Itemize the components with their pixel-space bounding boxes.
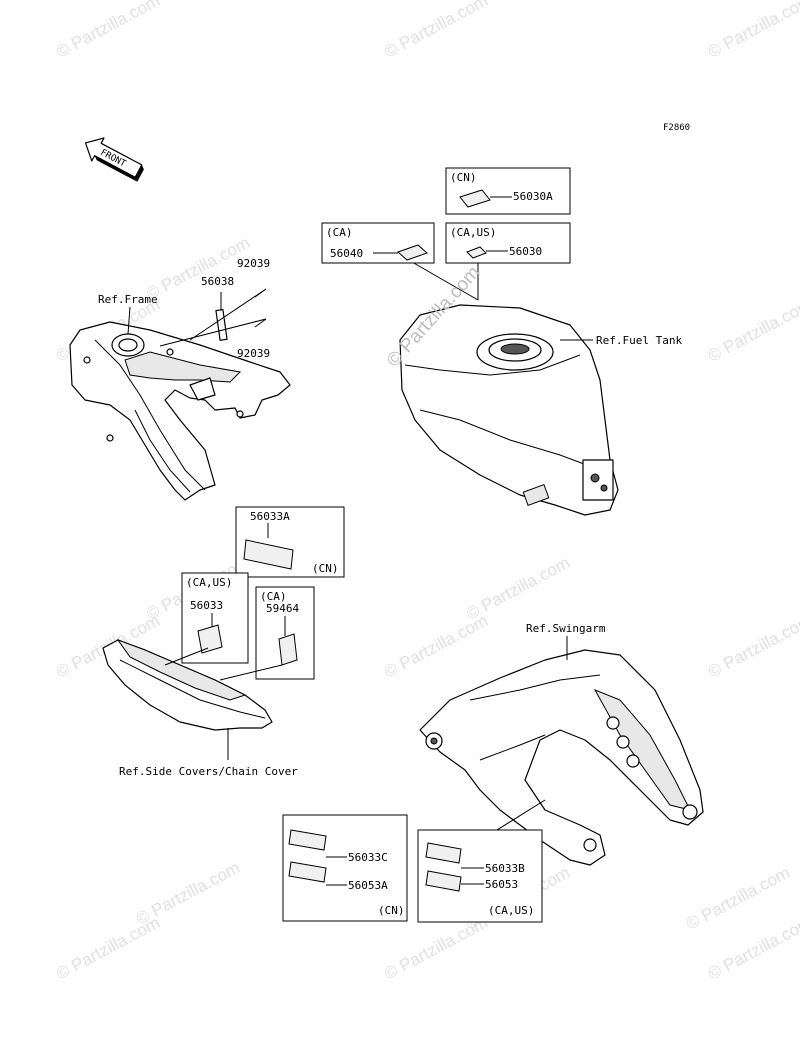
watermark: © Partzilla.com: [705, 295, 800, 366]
decal-icon: [288, 829, 327, 851]
part-56053A: 56053A: [348, 879, 388, 892]
part-56033: 56033: [190, 599, 223, 612]
cover-ca-us-region: (CA,US): [186, 576, 232, 589]
ref-side-covers-label: Ref.Side Covers/Chain Cover: [119, 765, 298, 778]
fuel-tank-illustration: [399, 261, 619, 516]
swingarm-cn-region: (CN): [378, 904, 405, 917]
swingarm-box-ca-us: 56033B 56053 (CA,US): [417, 829, 543, 923]
tank-cn-region: (CN): [450, 171, 477, 184]
decal-icon: [278, 633, 298, 666]
tank-box-ca: (CA) 56040: [321, 222, 435, 264]
decal-icon: [459, 189, 491, 208]
decal-icon: [397, 244, 428, 261]
watermark: © Partzilla.com: [133, 858, 243, 929]
tank-ca-region: (CA): [326, 226, 353, 239]
watermark: © Partzilla.com: [705, 611, 800, 682]
cover-box-cn: 56033A (CN): [235, 506, 345, 578]
part-56053: 56053: [485, 878, 518, 891]
decal-icon: [466, 246, 487, 259]
watermark: © Partzilla.com: [463, 553, 573, 624]
swingarm-box-cn: 56033C 56053A (CN): [282, 814, 408, 922]
part-56033B: 56033B: [485, 862, 525, 875]
watermark: © Partzilla.com: [53, 0, 163, 62]
decal-icon: [425, 842, 462, 864]
decal-icon: [288, 861, 327, 883]
tank-box-ca-us: (CA,US) 56030: [445, 222, 571, 264]
figure-code: F2860: [663, 123, 690, 133]
cover-box-ca: (CA) 59464: [255, 586, 315, 680]
swingarm-illustration: [419, 636, 704, 866]
decal-icon: [425, 870, 462, 892]
part-56040: 56040: [330, 247, 363, 260]
cover-cn-region: (CN): [312, 562, 339, 575]
decal-icon: [197, 624, 223, 654]
part-56030: 56030: [509, 245, 542, 258]
front-arrow: FRONT: [84, 137, 144, 182]
part-92039-top: 92039: [237, 257, 270, 270]
watermark: © Partzilla.com: [705, 0, 800, 62]
part-56033A: 56033A: [250, 510, 290, 523]
tank-box-cn: (CN) 56030A: [445, 167, 571, 215]
part-56038: 56038: [201, 275, 234, 288]
swingarm-ca-us-region: (CA,US): [488, 904, 534, 917]
watermark: © Partzilla.com: [381, 0, 491, 62]
cover-box-ca-us: (CA,US) 56033: [181, 572, 249, 664]
tank-ca-us-region: (CA,US): [450, 226, 496, 239]
ref-frame-label: Ref.Frame: [98, 293, 158, 306]
part-56030A: 56030A: [513, 190, 553, 203]
cover-ca-region: (CA): [260, 590, 287, 603]
watermark: © Partzilla.com: [683, 863, 793, 934]
part-59464: 59464: [266, 602, 299, 615]
frame-illustration: [69, 288, 291, 501]
ref-fuel-tank-label: Ref.Fuel Tank: [596, 334, 682, 347]
part-56033C: 56033C: [348, 851, 388, 864]
ref-swingarm-label: Ref.Swingarm: [526, 622, 606, 635]
side-cover-illustration: [102, 638, 283, 760]
part-92039-bottom: 92039: [237, 347, 270, 360]
watermark: © Partzilla.com: [705, 913, 800, 984]
decal-icon: [243, 539, 294, 570]
